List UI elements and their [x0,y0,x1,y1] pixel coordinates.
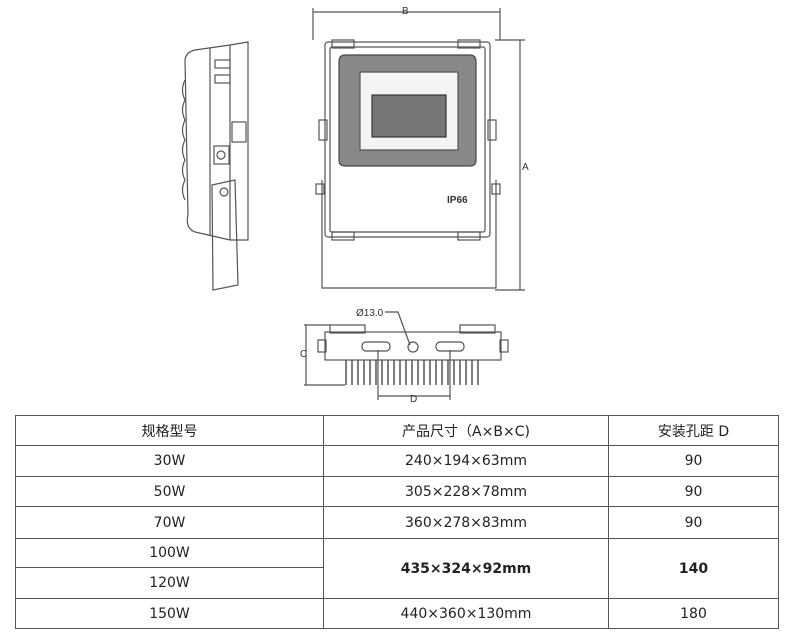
cell-size: 305×228×78mm [323,476,609,507]
table-row: 100W 435×324×92mm 140 [15,538,779,599]
spec-table: 规格型号 产品尺寸（A×B×C) 安装孔距 D 30W 240×194×63mm… [15,415,779,629]
cell-model: 50W [15,476,324,507]
dim-a-label: A [522,162,529,173]
cell-size: 360×278×83mm [323,506,609,539]
cell-spacing: 140 [608,538,779,599]
table-row: 70W 360×278×83mm 90 [15,506,779,539]
bottom-view: Ø13.0 C D [300,308,509,405]
table-row: 30W 240×194×63mm 90 [15,445,779,477]
cell-model: 100W [15,538,324,568]
cell-model: 30W [15,445,324,477]
cell-size: 435×324×92mm [323,538,609,599]
cell-spacing: 90 [608,476,779,507]
dim-b-label: B [402,6,409,17]
table-row: 50W 305×228×78mm 90 [15,476,779,507]
side-view [181,41,249,291]
dim-d-label: D [410,394,417,405]
table-header-row: 规格型号 产品尺寸（A×B×C) 安装孔距 D [15,415,779,446]
front-view: B A IP66 [312,6,529,291]
dim-c-label: C [300,349,307,360]
cell-model: 150W [15,598,324,629]
cell-spacing: 90 [608,506,779,539]
ip-rating-label: IP66 [447,195,468,206]
cell-model: 70W [15,506,324,539]
cell-spacing: 180 [608,598,779,629]
cell-size: 240×194×63mm [323,445,609,477]
hole-diameter-label: Ø13.0 [356,308,384,319]
header-model: 规格型号 [15,415,324,446]
technical-drawing: B A IP66 Ø13.0 C D [181,6,529,405]
header-size: 产品尺寸（A×B×C) [323,415,609,446]
cell-model: 120W [15,567,324,599]
table-row: 150W 440×360×130mm 180 [15,598,779,629]
cell-spacing: 90 [608,445,779,477]
cell-size: 440×360×130mm [323,598,609,629]
header-spacing: 安装孔距 D [608,415,779,446]
